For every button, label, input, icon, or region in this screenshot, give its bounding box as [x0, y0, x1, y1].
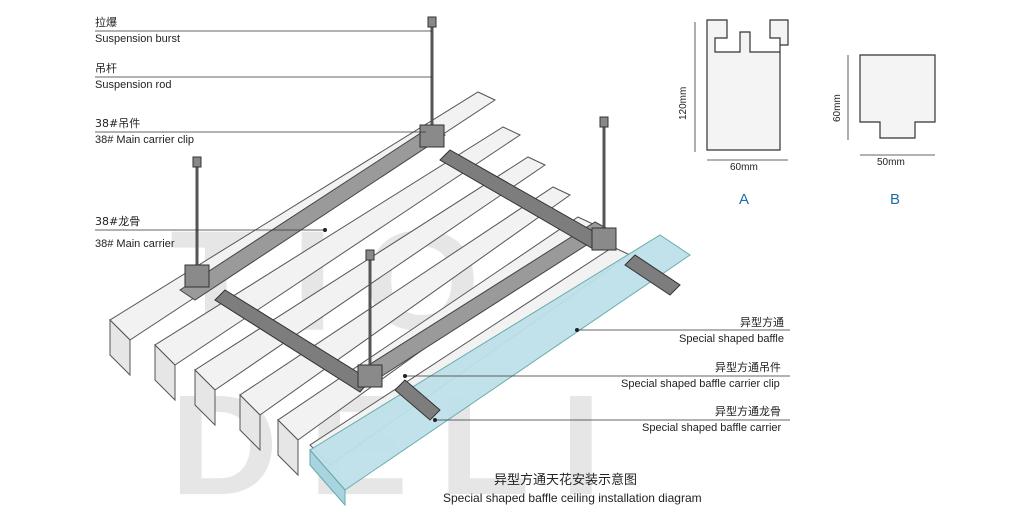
- baffle-face: [239, 393, 261, 452]
- leader-dots: [323, 228, 579, 422]
- suspension-burst-cn: 拉爆: [95, 16, 117, 29]
- leader-dot: [403, 374, 407, 378]
- suspension-burst: [192, 156, 202, 168]
- profile-a: [706, 19, 789, 151]
- carrier-clip: [184, 264, 210, 288]
- profile-b: [859, 54, 936, 139]
- main-carrier-en: 38# Main carrier: [95, 238, 175, 250]
- baffle-face: [154, 343, 176, 402]
- main-carrier-clip-en: 38# Main carrier clip: [95, 134, 195, 146]
- suspension-burst: [599, 116, 609, 128]
- cross-carrier: [394, 379, 441, 421]
- baffle-face: [194, 368, 216, 427]
- carrier-clip: [591, 227, 617, 251]
- cross-carrier: [624, 254, 681, 296]
- baffle-en: Special shaped baffle: [679, 333, 784, 345]
- main-carrier-cn: 38#龙骨: [95, 215, 141, 228]
- rod-group: [195, 22, 606, 370]
- main-carrier-clip-cn: 38#吊件: [95, 117, 141, 130]
- suspension-rod-en: Suspension rod: [95, 79, 172, 91]
- baffle-clip-cn: 异型方通吊件: [715, 361, 781, 374]
- leader-dot: [575, 328, 579, 332]
- profile-a-dimensions: [694, 22, 788, 161]
- profile-a-width: 60mm: [730, 162, 758, 173]
- leader-dot: [433, 418, 437, 422]
- profile-b-height: 60mm: [832, 94, 843, 122]
- suspension-burst-en: Suspension burst: [95, 33, 180, 45]
- caption-cn: 异型方通天花安装示意图: [494, 473, 638, 488]
- baffle-face: [109, 318, 131, 377]
- leader-dot: [323, 228, 327, 232]
- rod-tip-group: [192, 16, 609, 261]
- leader-lines: [95, 30, 790, 421]
- profile-a-shape: [706, 19, 789, 151]
- baffle-cn: 异型方通: [740, 316, 784, 329]
- profile-b-shape: [859, 54, 936, 139]
- carrier-clip: [357, 364, 383, 388]
- baffle-carrier-cn: 异型方通龙骨: [715, 405, 781, 418]
- suspension-burst: [427, 16, 437, 28]
- baffle-clip-en: Special shaped baffle carrier clip: [621, 378, 780, 390]
- baffle-carrier-en: Special shaped baffle carrier: [642, 422, 782, 434]
- baffle-face: [277, 418, 299, 477]
- profile-b-width: 50mm: [877, 157, 905, 168]
- main-carrier: [179, 126, 446, 301]
- suspension-rod-cn: 吊杆: [95, 62, 117, 75]
- profile-b-dimensions: [847, 55, 935, 156]
- profile-b-letter: B: [890, 191, 901, 208]
- caption-en: Special shaped baffle ceiling installati…: [443, 491, 702, 505]
- highlighted-baffle-face: [309, 448, 346, 507]
- profile-a-letter: A: [739, 191, 750, 208]
- carrier-clip: [419, 124, 445, 148]
- profile-a-height: 120mm: [678, 86, 689, 120]
- cross-carrier-group: [214, 149, 681, 421]
- clip-group: [184, 124, 617, 388]
- suspension-burst: [365, 249, 375, 261]
